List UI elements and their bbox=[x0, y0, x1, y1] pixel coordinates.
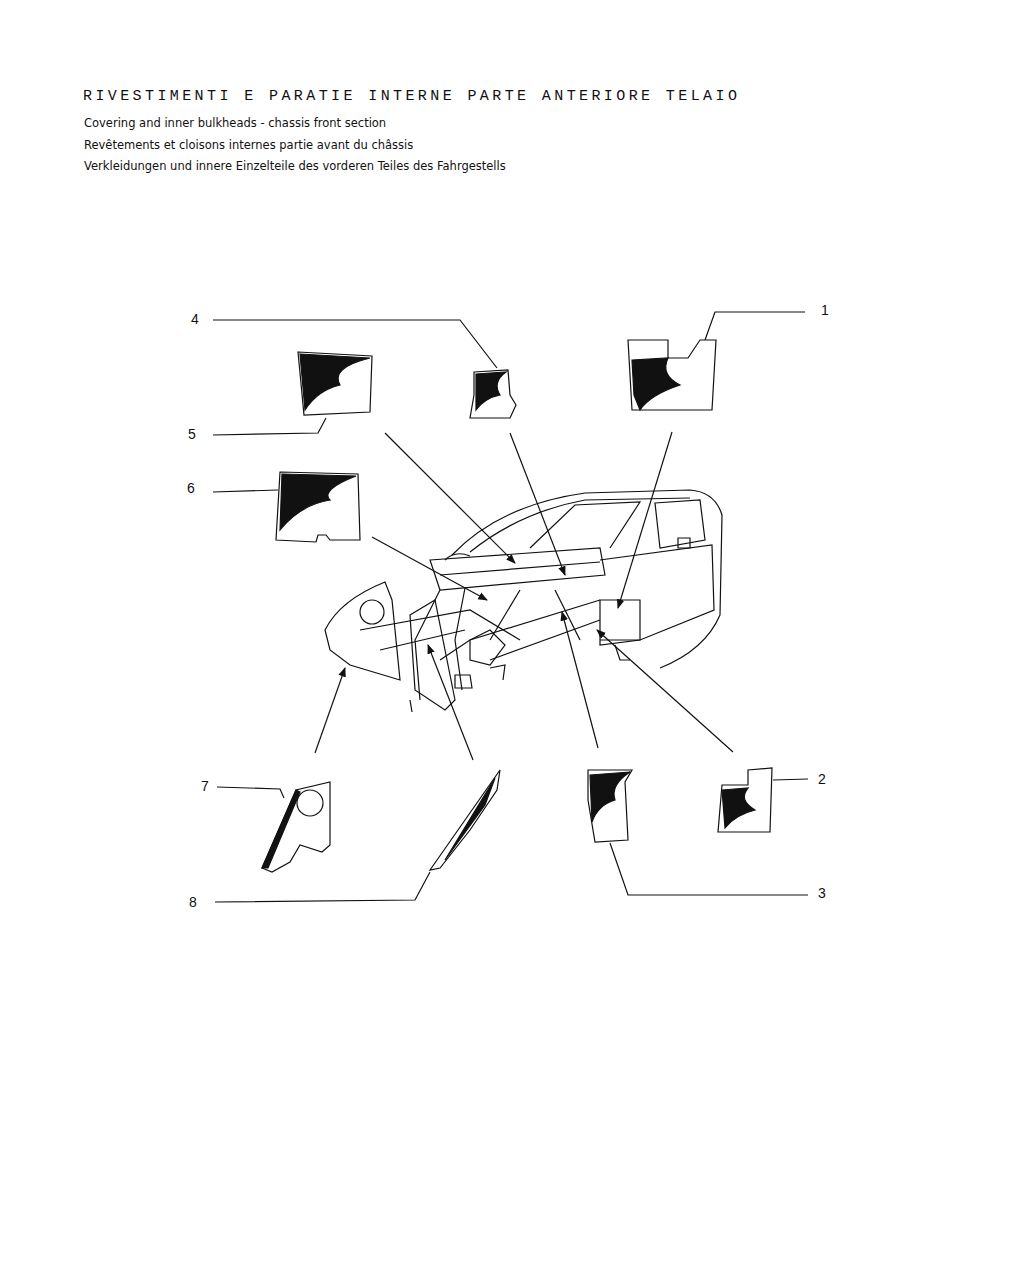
subtitle: Covering and inner bulkheads - chassis f… bbox=[84, 116, 386, 130]
callout-number: 8 bbox=[187, 894, 199, 910]
subtitle: Revêtements et cloisons internes partie … bbox=[84, 138, 413, 152]
callout-number: 7 bbox=[199, 778, 211, 794]
callout-number: 1 bbox=[819, 302, 831, 318]
callout-number: 4 bbox=[189, 311, 201, 327]
diagram-title: RIVESTIMENTI E PARATIE INTERNE PARTE ANT… bbox=[83, 88, 740, 105]
callout-number: 5 bbox=[186, 426, 198, 442]
subtitle: Verkleidungen und innere Einzelteile des… bbox=[84, 159, 506, 173]
callout-number: 3 bbox=[816, 885, 828, 901]
callout-number: 2 bbox=[816, 771, 828, 787]
callout-number: 6 bbox=[185, 480, 197, 496]
